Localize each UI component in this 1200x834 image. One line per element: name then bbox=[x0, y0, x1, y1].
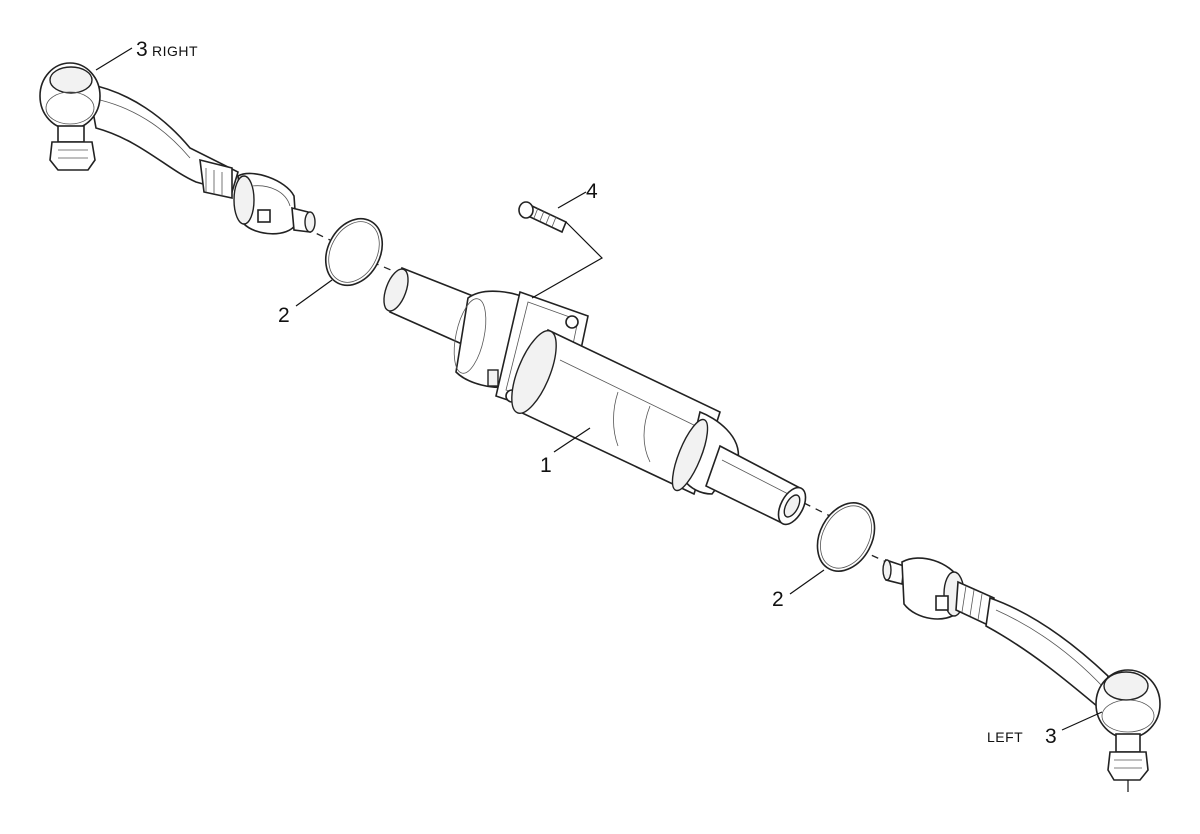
callout-tube-number: 1 bbox=[540, 454, 552, 477]
callout-left-side: LEFT bbox=[987, 729, 1023, 745]
callout-right-number: 3 bbox=[136, 38, 148, 61]
bolt bbox=[518, 201, 568, 234]
tie-rod-end-left bbox=[882, 557, 1161, 792]
ring-upper bbox=[324, 217, 384, 287]
callout-ring-lower-number: 2 bbox=[772, 588, 784, 611]
ring-lower bbox=[816, 502, 876, 572]
callout-right-side: RIGHT bbox=[152, 43, 198, 59]
callout-bolt-number: 4 bbox=[586, 180, 598, 203]
tube-assembly bbox=[383, 266, 807, 526]
leader-lines bbox=[95, 47, 1103, 731]
callout-labels: 3 RIGHT 4 2 1 2 LEFT 3 bbox=[136, 38, 1057, 748]
tie-rod-end-right bbox=[39, 62, 316, 235]
callout-ring-upper-number: 2 bbox=[278, 304, 290, 327]
callout-left-number: 3 bbox=[1045, 725, 1057, 748]
